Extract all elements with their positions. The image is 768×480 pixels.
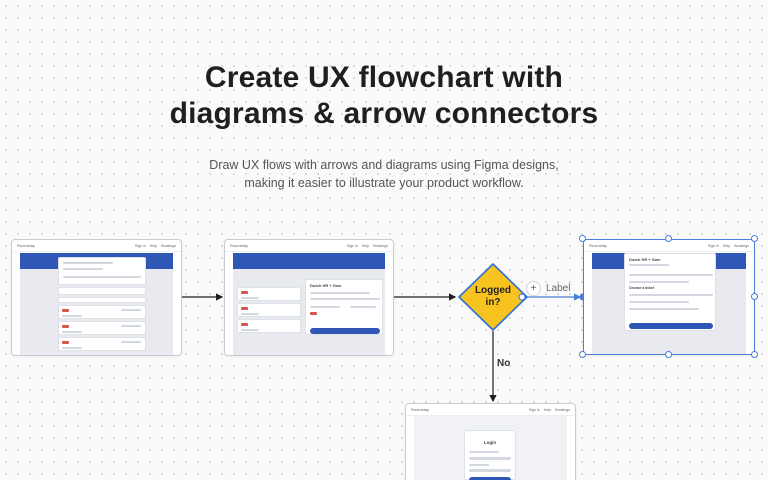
selection-handle[interactable] [751, 235, 758, 242]
screen-canvas: Dutch HR + Gwn Choose a ticket [592, 253, 746, 354]
detail-panel: Dutch HR + Gwn [305, 279, 383, 335]
screen-logo: Roomstay [589, 243, 608, 248]
book-button[interactable] [629, 323, 713, 329]
nav-item: Sign in [134, 243, 146, 248]
continue-button[interactable] [310, 328, 380, 334]
login-button[interactable] [469, 477, 511, 480]
screen-nav: Sign in Help Bookings [347, 244, 388, 248]
screen-login[interactable]: Roomstay Sign in Help Bookings Login [405, 403, 576, 480]
selection-handle[interactable] [751, 293, 758, 300]
screen-logo: Roomstay [230, 243, 249, 248]
result-card [58, 305, 146, 319]
result-card [237, 319, 301, 333]
screen-nav: Sign in Help Bookings [529, 408, 570, 412]
hero-section: Create UX flowchart with diagrams & arro… [0, 60, 768, 192]
decision-node[interactable]: Logged in? [458, 262, 528, 332]
nav-item: Bookings [555, 407, 570, 412]
nav-item: Help [722, 243, 731, 248]
nav-item: Sign in [707, 243, 719, 248]
login-card: Login [464, 430, 516, 480]
screen-topbar: Roomstay Sign in Help Bookings [225, 240, 393, 252]
screen-canvas [20, 257, 173, 355]
search-card [58, 257, 146, 285]
edge-label-text[interactable]: Label [546, 282, 571, 294]
add-label-chip[interactable]: + Label [526, 280, 570, 296]
screen-topbar: Roomstay Sign in Help Bookings [584, 240, 754, 252]
page-title: Create UX flowchart with diagrams & arro… [169, 61, 599, 130]
nav-item: Help [149, 243, 158, 248]
decision-text: Logged in? [474, 285, 512, 308]
booking-panel: Dutch HR + Gwn Choose a ticket [624, 253, 716, 331]
panel-title: Dutch HR + Gwn [629, 257, 661, 262]
section-title: Choose a ticket [629, 286, 655, 290]
nav-item: Sign in [528, 407, 540, 412]
screen-logo: Roomstay [411, 407, 430, 412]
screen-canvas: Dutch HR + Gwn [233, 269, 385, 355]
screen-results[interactable]: Roomstay Sign in Help Bookings Dutch HR … [224, 239, 394, 356]
screen-nav: Sign in Help Bookings [135, 244, 176, 248]
nav-item: Help [543, 407, 552, 412]
screen-topbar: Roomstay Sign in Help Bookings [12, 240, 181, 252]
selection-handle[interactable] [665, 351, 672, 358]
filter-card [58, 287, 146, 295]
screen-search[interactable]: Roomstay Sign in Help Bookings [11, 239, 182, 356]
result-card [58, 337, 146, 351]
edge-label-no: No [497, 358, 511, 369]
nav-item: Help [361, 243, 370, 248]
result-card [58, 321, 146, 335]
selection-handle[interactable] [579, 351, 586, 358]
screen-topbar: Roomstay Sign in Help Bookings [406, 404, 575, 416]
nav-item: Bookings [161, 243, 176, 248]
result-card [237, 287, 301, 301]
panel-title: Dutch HR + Gwn [310, 283, 342, 288]
screen-nav: Sign in Help Bookings [708, 244, 749, 248]
selection-handle[interactable] [579, 235, 586, 242]
sort-card [58, 297, 146, 303]
nav-item: Bookings [734, 243, 749, 248]
selection-handle[interactable] [751, 351, 758, 358]
screen-logo: Roomstay [17, 243, 36, 248]
result-card [237, 303, 301, 317]
screen-hero-band [233, 253, 385, 269]
plus-icon[interactable]: + [526, 280, 541, 296]
selection-handle[interactable] [665, 235, 672, 242]
screen-booking[interactable]: Roomstay Sign in Help Bookings Dutch HR … [583, 239, 755, 355]
login-title: Login [483, 440, 497, 445]
page-subtitle: Draw UX flows with arrows and diagrams u… [209, 158, 559, 190]
nav-item: Bookings [373, 243, 388, 248]
nav-item: Sign in [346, 243, 358, 248]
